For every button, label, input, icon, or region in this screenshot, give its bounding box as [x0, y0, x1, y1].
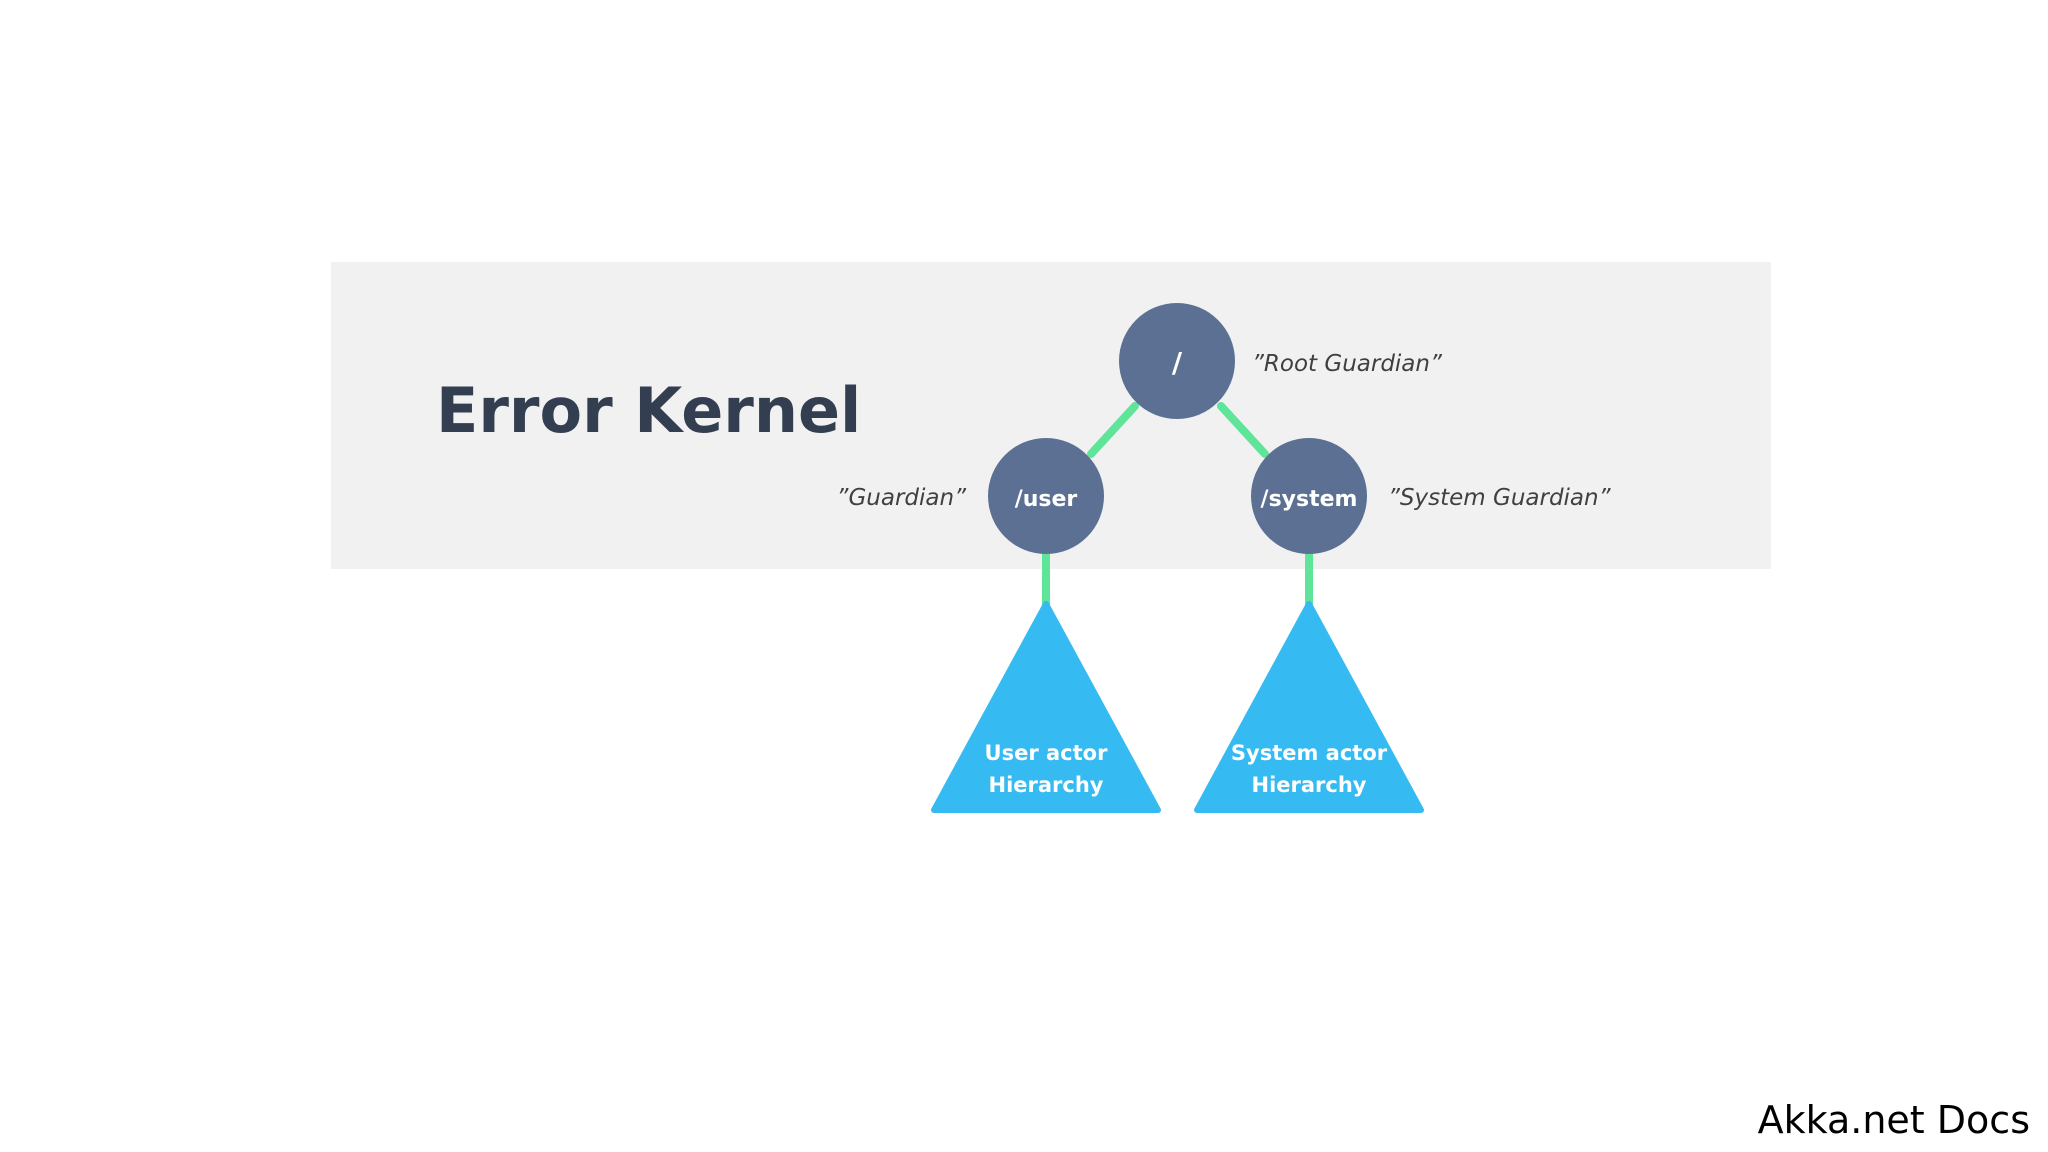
root-guardian-node: [1119, 303, 1235, 419]
user-hierarchy-line1: User actor: [985, 741, 1109, 765]
footer-caption: Akka.net Docs: [1757, 1098, 2030, 1142]
system-actor-hierarchy-triangle: [1194, 601, 1424, 813]
user-hierarchy-line2: Hierarchy: [989, 773, 1104, 797]
system-guardian-node: [1251, 438, 1367, 554]
user-guardian-node: [988, 438, 1104, 554]
connector-root-system: [1217, 402, 1269, 458]
user-guardian-caption: ”Guardian”: [837, 485, 968, 511]
connector-root-user: [1087, 402, 1139, 458]
system-node-label: /system: [1261, 487, 1358, 512]
root-node-label: /: [1172, 346, 1183, 379]
system-guardian-caption: ”System Guardian”: [1388, 485, 1612, 511]
system-hierarchy-line2: Hierarchy: [1252, 773, 1367, 797]
user-node-label: /user: [1015, 487, 1078, 512]
page-title: Error Kernel: [436, 374, 862, 447]
root-guardian-caption: ”Root Guardian”: [1252, 351, 1443, 377]
user-actor-hierarchy-triangle: [931, 601, 1161, 813]
system-hierarchy-line1: System actor: [1231, 741, 1388, 765]
